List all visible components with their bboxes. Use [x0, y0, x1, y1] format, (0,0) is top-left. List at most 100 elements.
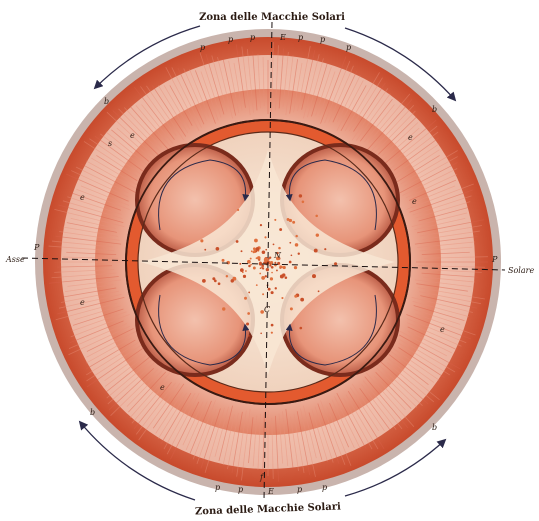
granule	[315, 215, 318, 218]
label-p-t1: p	[200, 43, 205, 52]
granule	[226, 275, 228, 277]
granule	[264, 257, 268, 261]
granule	[237, 209, 239, 211]
label-p-b2: p	[238, 485, 243, 494]
granule	[259, 262, 262, 265]
granule	[239, 263, 241, 265]
granule	[279, 228, 282, 231]
label-E-top: E	[279, 33, 286, 42]
label-p-b1: p	[215, 483, 220, 492]
label-p-b4: p	[322, 483, 327, 492]
granule	[255, 250, 257, 252]
granule	[200, 239, 203, 242]
granule	[289, 261, 292, 264]
granule	[294, 266, 297, 269]
granule	[256, 247, 260, 251]
label-P-right: P	[491, 255, 498, 264]
granule	[214, 280, 217, 283]
granule	[274, 262, 276, 264]
granule	[268, 288, 271, 291]
granule	[324, 248, 326, 250]
granule	[260, 224, 262, 226]
label-b-ur: b	[432, 105, 437, 114]
granule	[271, 324, 274, 327]
granule	[269, 257, 271, 259]
label-P-left: P	[33, 243, 40, 252]
granule	[295, 235, 297, 237]
granule	[261, 276, 265, 280]
granule	[290, 307, 293, 310]
granule	[300, 298, 304, 302]
granule	[254, 239, 258, 243]
title-bottom: Zona delle Macchie Solari	[195, 501, 341, 517]
granule	[262, 267, 264, 269]
granule	[222, 259, 225, 262]
label-b-ll: b	[90, 408, 95, 417]
label-e-4: e	[160, 383, 165, 392]
granule	[271, 291, 274, 294]
granule	[253, 267, 256, 270]
granule	[312, 274, 316, 278]
granule	[257, 256, 261, 260]
granule	[262, 250, 266, 254]
granule	[250, 264, 252, 266]
granule	[269, 264, 271, 266]
granule	[222, 307, 225, 310]
label-p-t5: p	[320, 35, 325, 44]
granule	[259, 273, 261, 275]
label-p-b3: p	[297, 485, 302, 494]
granule	[244, 297, 247, 300]
granule	[260, 332, 262, 334]
granule	[236, 240, 239, 243]
granule	[251, 250, 253, 252]
granule	[246, 322, 249, 325]
label-e-5: e	[412, 197, 417, 206]
label-b-ul: b	[104, 97, 109, 106]
granule	[281, 297, 283, 299]
granule	[247, 260, 251, 264]
granule	[283, 266, 286, 269]
granule	[264, 236, 266, 238]
granule	[271, 266, 274, 269]
granule	[231, 279, 234, 282]
granule	[266, 268, 269, 271]
title-top: Zona delle Macchie Solari	[199, 12, 345, 23]
granule	[282, 273, 285, 276]
granule	[202, 279, 206, 283]
granule	[247, 312, 250, 315]
granule	[278, 247, 281, 250]
label-e-1: e	[130, 131, 135, 140]
granule	[248, 265, 251, 268]
granule	[216, 247, 220, 251]
label-e-6: e	[440, 325, 445, 334]
granule	[318, 290, 320, 292]
label-p-t6: p	[346, 43, 351, 52]
granule	[250, 258, 252, 260]
axis-label-left: Asse	[5, 255, 25, 264]
label-p-t3: p	[250, 33, 255, 42]
granule	[295, 243, 299, 247]
granule	[275, 287, 277, 289]
granule	[299, 194, 302, 197]
label-p-t4: p	[298, 33, 303, 42]
granule	[316, 233, 319, 236]
granule	[271, 272, 273, 274]
granule	[334, 262, 337, 265]
granule	[299, 327, 302, 330]
label-e-2: e	[80, 193, 85, 202]
label-b-lr: b	[432, 423, 437, 432]
granule	[285, 276, 288, 279]
granule	[256, 284, 258, 286]
axis-label-right: Solare	[508, 266, 534, 275]
granule	[276, 269, 278, 271]
granule	[298, 252, 300, 254]
granule	[241, 250, 243, 252]
granule	[253, 247, 256, 250]
label-e-7: e	[408, 133, 413, 142]
granule	[218, 282, 221, 285]
granule	[204, 249, 206, 251]
granule	[265, 249, 267, 251]
granule	[294, 295, 297, 298]
label-p-t2: p	[228, 35, 233, 44]
